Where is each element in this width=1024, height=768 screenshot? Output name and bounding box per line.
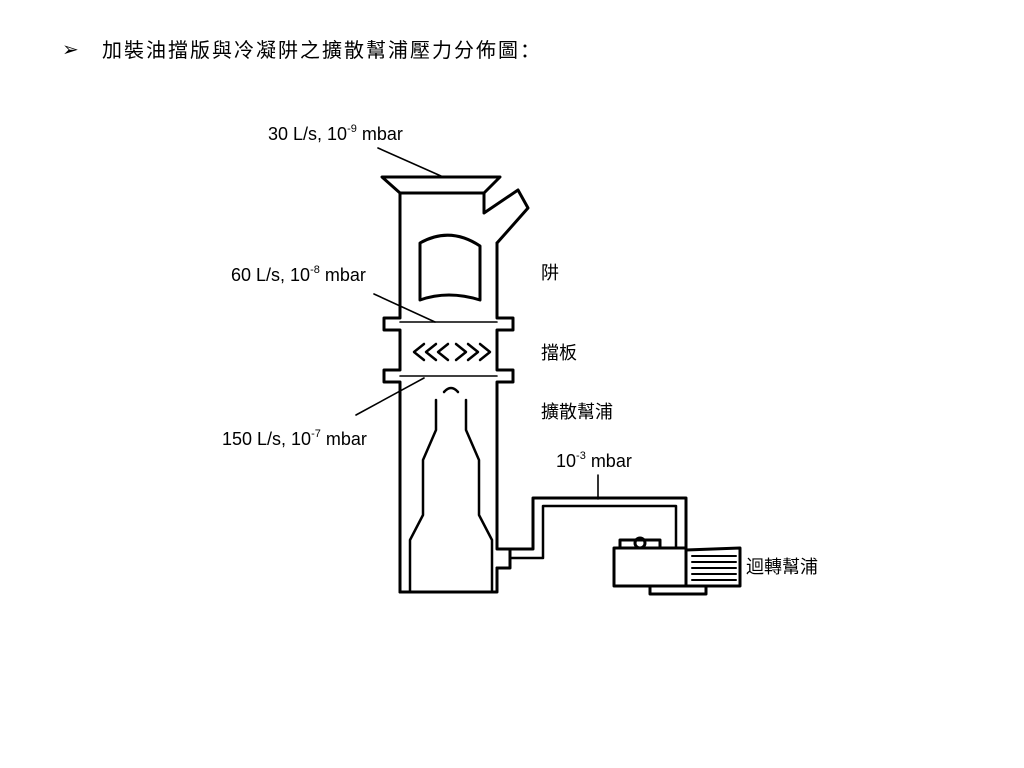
side-port [482, 188, 530, 245]
mid-pressure-label: 60 L/s, 10-8 mbar [231, 264, 366, 285]
diffusion-pump-label: 擴散幫浦 [541, 402, 613, 423]
jet-cap [442, 386, 460, 394]
baffle-chevrons [412, 342, 492, 362]
leader-lines [355, 147, 599, 500]
pump-bottom [398, 566, 499, 594]
top-pressure-label: 30 L/s, 10-9 mbar [268, 123, 403, 144]
low-pressure-label: 150 L/s, 10-7 mbar [222, 428, 367, 449]
jet-stack [408, 398, 494, 594]
foreline-pressure-label: 10-3 mbar [556, 450, 632, 471]
arrow-bullet-icon: ➢ [62, 36, 79, 61]
inlet-flange [380, 175, 502, 195]
title-row: ➢ 加裝油擋版與冷凝阱之擴散幫浦壓力分佈圖： [62, 34, 542, 63]
pump-right-wall [495, 241, 515, 570]
foreline-pipe-inner [508, 504, 678, 560]
pump-left-wall [382, 191, 402, 594]
trap-label: 阱 [541, 263, 559, 284]
foreline-pipe [508, 496, 688, 551]
slide-title: 加裝油擋版與冷凝阱之擴散幫浦壓力分佈圖： [102, 38, 542, 62]
baffle-label: 擋板 [541, 343, 577, 364]
rotary-pump-label: 迴轉幫浦 [746, 557, 818, 578]
cold-trap [418, 233, 482, 302]
rotary-pump [612, 536, 742, 596]
